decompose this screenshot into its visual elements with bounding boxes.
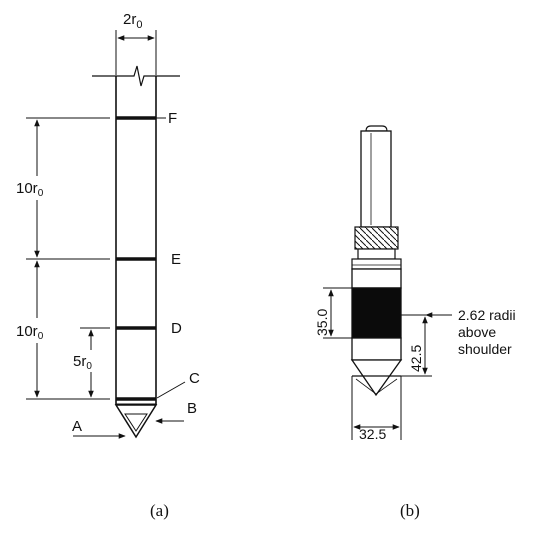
note-line-1: 2.62 radii	[458, 307, 516, 323]
cone-tip-inner	[124, 413, 148, 432]
body-lower	[351, 337, 402, 361]
label-b: B	[187, 400, 197, 417]
neck	[357, 248, 396, 260]
label-a: A	[72, 418, 82, 435]
label-f: F	[168, 110, 177, 127]
dim-left-label: 35.0	[314, 309, 330, 336]
cone-tip-outer	[114, 404, 158, 439]
dim-lower-label: 10r0	[16, 323, 44, 342]
dim-inner-label: 5r0	[73, 353, 92, 372]
caption-a: (a)	[150, 501, 169, 520]
panel-a	[26, 30, 186, 439]
break-line	[92, 65, 180, 87]
body-upper	[351, 268, 402, 289]
label-c: C	[189, 370, 200, 387]
sensor-band	[351, 287, 402, 339]
note-line-2: above	[458, 324, 496, 340]
label-d: D	[171, 320, 182, 337]
dim-bottom-label: 32.5	[359, 426, 386, 442]
dim-right-label: 42.5	[408, 345, 424, 372]
label-e: E	[171, 251, 181, 268]
leader-c	[156, 381, 186, 399]
dim-upper-label: 10r0	[16, 180, 44, 199]
rod-top-cap	[365, 125, 388, 132]
width-label: 2r0	[123, 11, 142, 31]
rod	[360, 130, 392, 228]
collar	[351, 258, 402, 270]
thread-section	[354, 226, 399, 250]
cone	[350, 359, 403, 397]
note-line-3: shoulder	[458, 341, 512, 357]
cone-inner	[355, 378, 398, 395]
panel-b	[323, 125, 452, 440]
caption-b: (b)	[400, 501, 420, 520]
